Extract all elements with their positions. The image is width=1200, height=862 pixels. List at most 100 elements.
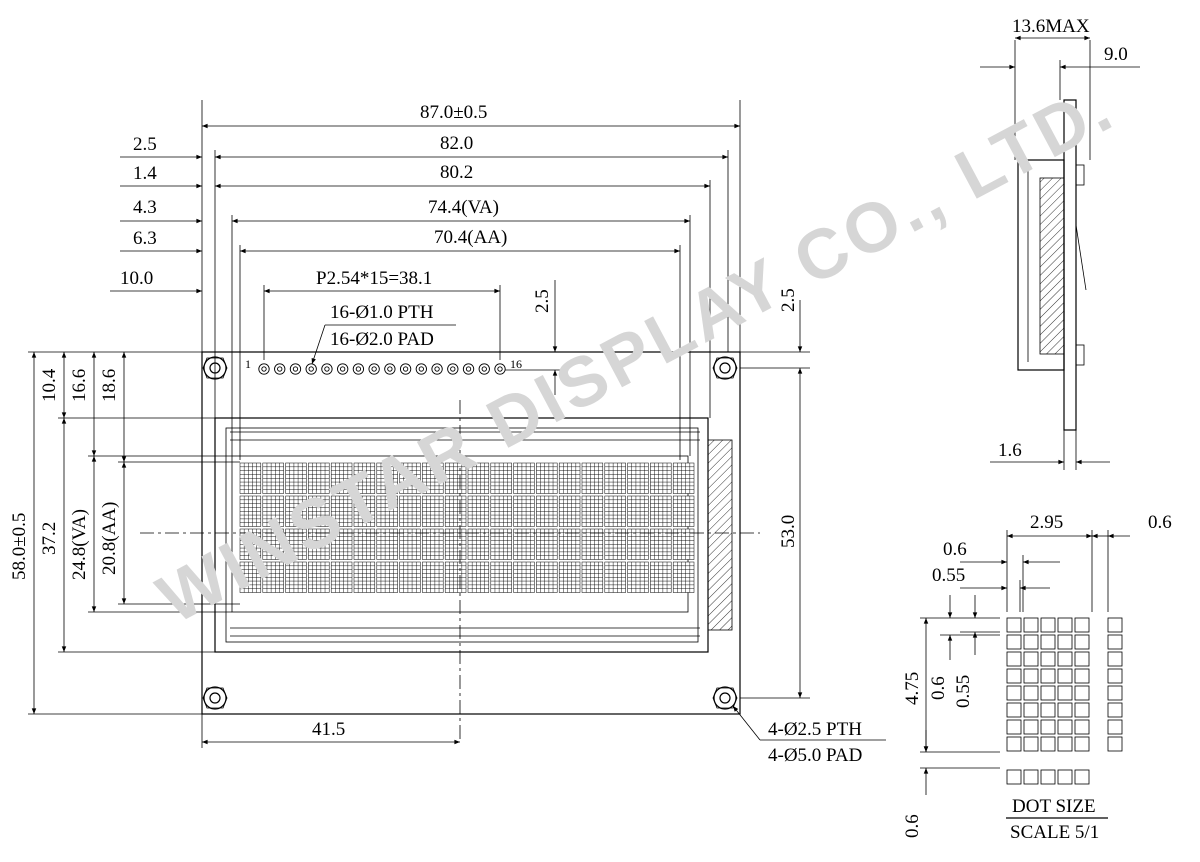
char-cell (330, 561, 353, 593)
cursor-dot (1023, 769, 1039, 785)
dot (1057, 719, 1073, 735)
dim-height-bezel: 37.2 (39, 522, 60, 555)
dot (1006, 651, 1022, 667)
label-hole-pth: 4-Ø2.5 PTH (768, 719, 862, 740)
connector-pin (415, 363, 427, 375)
dot-size-title: DOT SIZE (1012, 796, 1096, 817)
char-cell (467, 495, 490, 527)
dot-scale-label: SCALE 5/1 (1010, 822, 1099, 843)
char-cell (285, 561, 307, 593)
dot (1006, 668, 1022, 684)
char-cell (444, 462, 467, 494)
character-grid (239, 462, 695, 593)
char-cell (330, 462, 353, 494)
char-cell (467, 561, 490, 593)
char-cell (422, 561, 444, 593)
dim-pitch: P2.54*15=38.1 (316, 268, 432, 289)
dot (1040, 617, 1056, 633)
connector-pin (431, 363, 443, 375)
char-cell (558, 462, 581, 494)
char-cell (399, 462, 421, 494)
char-cell (422, 528, 444, 560)
char-cell (558, 528, 581, 560)
char-cell (650, 561, 672, 593)
dot (1023, 702, 1039, 718)
char-cell (672, 462, 695, 494)
char-cell (308, 462, 330, 494)
connector-pin (289, 363, 302, 375)
dot (1107, 685, 1123, 701)
connector-pins (258, 363, 506, 375)
dim-height-aa: 20.8(AA) (99, 502, 120, 575)
dot (1107, 702, 1123, 718)
char-cell (490, 528, 512, 560)
dot (1074, 668, 1090, 684)
char-cell (262, 495, 284, 527)
char-cell (262, 462, 284, 494)
char-cell (399, 495, 421, 527)
dim-v-pitch: 0.6 (928, 676, 949, 700)
connector-pin (337, 363, 349, 375)
char-cell (444, 528, 467, 560)
dim-h-10-4: 10.4 (39, 368, 60, 402)
dot-grid (1006, 617, 1123, 785)
char-cell (604, 495, 626, 527)
char-cell (513, 462, 535, 494)
mount-hole-bl (202, 686, 228, 710)
char-cell (490, 495, 512, 527)
dot (1040, 668, 1056, 684)
dim-width-total: 87.0±0.5 (420, 102, 487, 123)
mount-hole-br (712, 686, 738, 710)
dim-off-6-3: 6.3 (133, 228, 157, 249)
label-pin-pad: 16-Ø2.0 PAD (330, 329, 434, 350)
dot (1107, 736, 1123, 752)
dim-off-2-5: 2.5 (133, 134, 157, 155)
dot (1006, 617, 1022, 633)
char-cell (330, 495, 353, 527)
dim-char-height: 4.75 (902, 672, 923, 705)
dot (1006, 634, 1022, 650)
cursor-dot (1074, 769, 1090, 785)
dim-pin-edge: 2.5 (532, 289, 553, 313)
char-cell (536, 561, 558, 593)
char-cell (581, 561, 604, 593)
char-cell (467, 462, 490, 494)
dot-size-detail: 2.95 0.6 0.6 0.55 4.75 0.6 0.55 0.6 DOT … (902, 512, 1172, 843)
dot (1040, 719, 1056, 735)
char-cell (558, 495, 581, 527)
char-cell (672, 495, 695, 527)
char-cell (239, 561, 262, 593)
dot (1074, 719, 1090, 735)
char-cell (285, 495, 307, 527)
pin-first-label: 1 (245, 357, 251, 371)
char-cell (353, 528, 376, 560)
dot (1107, 617, 1123, 633)
char-cell (627, 561, 649, 593)
dot (1107, 719, 1123, 735)
connector-pin (368, 363, 380, 375)
pin-last-label: 16 (510, 357, 522, 371)
cursor-dot (1040, 769, 1056, 785)
char-cell (604, 561, 626, 593)
dim-side-thickness: 13.6MAX (1012, 16, 1090, 37)
char-cell (308, 561, 330, 593)
dim-width-bezel: 80.2 (440, 162, 473, 183)
char-cell (513, 528, 535, 560)
dim-off-10-0: 10.0 (120, 268, 153, 289)
dot (1023, 736, 1039, 752)
dot (1023, 685, 1039, 701)
char-cell (376, 495, 398, 527)
dim-hole-height: 53.0 (778, 515, 799, 548)
char-cell (330, 528, 353, 560)
char-cell (627, 495, 649, 527)
char-cell (627, 462, 649, 494)
char-cell (353, 495, 376, 527)
dot (1040, 634, 1056, 650)
char-cell (581, 495, 604, 527)
dot (1006, 702, 1022, 718)
char-cell (376, 462, 398, 494)
dot (1057, 634, 1073, 650)
char-cell (627, 528, 649, 560)
char-cell (308, 495, 330, 527)
dot (1006, 736, 1022, 752)
